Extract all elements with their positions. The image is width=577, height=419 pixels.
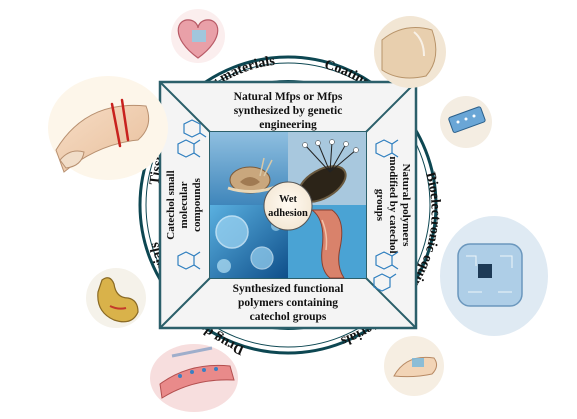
electronic-skin-image xyxy=(440,216,548,336)
inner-image-area xyxy=(210,132,366,279)
heart-image xyxy=(171,9,225,63)
finger-sensor-image xyxy=(384,336,444,396)
mussel-image xyxy=(288,132,366,205)
panel-top-text: Natural Mfps or Mfps synthesized by gene… xyxy=(234,91,343,131)
center-label-line1: Wet xyxy=(279,194,298,205)
catechol-molecule-icons xyxy=(177,119,399,292)
panel-bottom-line3: catechol groups xyxy=(250,311,327,323)
catechol-molecule-icon xyxy=(375,139,399,158)
panel-left-text: Catechol small molecular compounds xyxy=(165,170,203,239)
panel-right-text: Natural polymers modified by catechol gr… xyxy=(374,156,412,253)
panel-right-line2: modified by catechol xyxy=(387,156,399,253)
stomach-image xyxy=(86,268,146,328)
center-label-line2: adhesion xyxy=(268,208,308,219)
patch-device-image xyxy=(440,96,492,148)
panel-bottom-text: Synthesized functional polymers containi… xyxy=(233,283,344,323)
panel-top-line2: synthesized by genetic xyxy=(234,105,343,117)
arm-wound-image xyxy=(48,76,168,180)
catechol-molecule-icon xyxy=(183,119,207,138)
snail-image xyxy=(210,132,288,205)
panel-top-line3: engineering xyxy=(259,119,317,131)
panel-right-line3: groups xyxy=(374,189,386,222)
catechol-molecule-icon xyxy=(373,273,397,292)
coating-film-image xyxy=(374,16,446,88)
panel-bottom-line2: polymers containing xyxy=(238,297,338,309)
catechol-molecule-icon xyxy=(177,251,201,270)
water-droplets-image xyxy=(210,205,288,278)
center-badge: Wet adhesion xyxy=(263,181,313,231)
panel-top-line1: Natural Mfps or Mfps xyxy=(234,91,343,103)
drug-patch-image xyxy=(150,344,238,412)
panel-left-line3: compounds xyxy=(191,177,203,232)
catechol-molecule-icon xyxy=(177,139,201,158)
panel-left-line2: molecular xyxy=(178,181,190,228)
panel-left-line1: Catechol small xyxy=(165,170,177,239)
catechol-molecule-icon xyxy=(375,251,399,270)
panel-bottom-line1: Synthesized functional xyxy=(233,283,344,295)
panel-right-line1: Natural polymers xyxy=(400,164,412,248)
